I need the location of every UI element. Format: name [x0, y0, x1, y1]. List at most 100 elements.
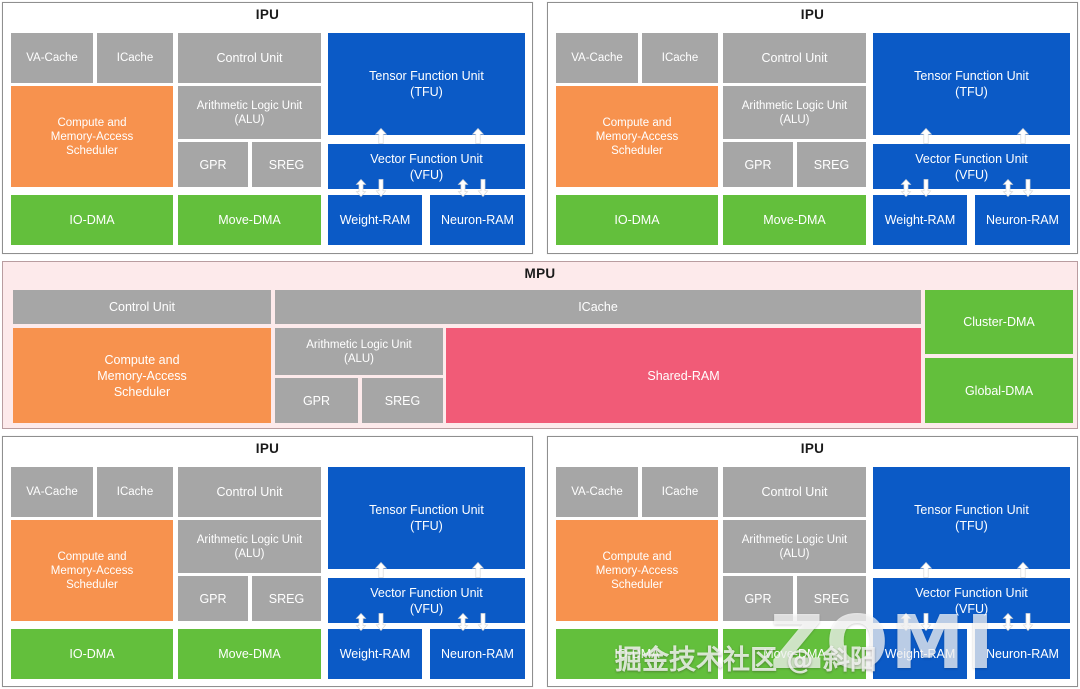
ipu-scheduler-line-3: Scheduler	[611, 578, 663, 591]
mpu-alu-line-2: (ALU)	[343, 352, 375, 365]
ipu-tfu-line-1: Tensor Function Unit	[914, 503, 1029, 517]
ipu-scheduler-line-1: Compute and	[602, 550, 672, 563]
arrow-down-icon	[476, 613, 490, 631]
ipu-alu-line-1: Arithmetic Logic Unit	[196, 99, 303, 112]
ipu-alu-line-2: (ALU)	[234, 113, 265, 126]
ipu-io-dma-block: IO-DMA	[11, 195, 173, 245]
ipu-scheduler-line-1: Compute and	[57, 550, 127, 563]
arrow-up-icon	[471, 562, 485, 578]
ipu-vfu-line-2: (VFU)	[954, 167, 989, 182]
ipu-neuron-ram-block: Neuron-RAM	[430, 195, 525, 245]
arrow-down-icon	[1021, 179, 1035, 197]
ipu-tfu-block: Tensor Function Unit (TFU)	[873, 33, 1070, 135]
ipu-weight-ram-block: Weight-RAM	[873, 629, 967, 679]
arrow-up-down-icon	[354, 613, 368, 631]
ipu-io-dma-block: IO-DMA	[556, 195, 718, 245]
ipu-control-unit-block: Control Unit	[723, 467, 866, 517]
mpu-control-unit-block: Control Unit	[13, 290, 271, 324]
mpu-shared-ram-block: Shared-RAM	[446, 328, 921, 423]
ipu-move-dma-block: Move-DMA	[178, 195, 321, 245]
ipu-io-dma-block: IO-DMA	[11, 629, 173, 679]
ipu-panel-title: IPU	[255, 441, 280, 456]
mpu-gpr-block: GPR	[275, 378, 358, 423]
arrow-up-icon	[374, 562, 388, 578]
ipu-scheduler-line-2: Memory-Access	[50, 564, 134, 577]
ipu-vfu-line-2: (VFU)	[409, 167, 444, 182]
ipu-icache-block: ICache	[642, 33, 718, 83]
ipu-neuron-ram-block: Neuron-RAM	[975, 629, 1070, 679]
ipu-tfu-line-2: (TFU)	[410, 519, 443, 533]
ipu-tfu-line-2: (TFU)	[955, 85, 988, 99]
ipu-sreg-block: SREG	[797, 576, 866, 621]
mpu-panel: MPU Control Unit ICache Compute and Memo…	[2, 261, 1078, 429]
arrow-down-icon	[374, 179, 388, 197]
ipu-sreg-block: SREG	[797, 142, 866, 187]
ipu-move-dma-block: Move-DMA	[723, 195, 866, 245]
ipu-tfu-line-2: (TFU)	[410, 85, 443, 99]
ipu-control-unit-block: Control Unit	[723, 33, 866, 83]
mpu-sreg-block: SREG	[362, 378, 443, 423]
ipu-icache-block: ICache	[642, 467, 718, 517]
ipu-alu-block: Arithmetic Logic Unit (ALU)	[723, 520, 866, 573]
arrow-up-icon	[374, 128, 388, 144]
ipu-alu-block: Arithmetic Logic Unit (ALU)	[178, 86, 321, 139]
mpu-cluster-dma-block: Cluster-DMA	[925, 290, 1073, 354]
arrow-down-icon	[374, 613, 388, 631]
ipu-tfu-block: Tensor Function Unit (TFU)	[328, 33, 525, 135]
ipu-gpr-block: GPR	[178, 576, 248, 621]
ipu-tfu-block: Tensor Function Unit (TFU)	[328, 467, 525, 569]
ipu-alu-block: Arithmetic Logic Unit (ALU)	[178, 520, 321, 573]
ipu-bottom-left: IPU VA-Cache ICache Compute and Memory-A…	[2, 436, 533, 687]
ipu-gpr-block: GPR	[723, 576, 793, 621]
ipu-alu-block: Arithmetic Logic Unit (ALU)	[723, 86, 866, 139]
ipu-control-unit-block: Control Unit	[178, 467, 321, 517]
ipu-sreg-block: SREG	[252, 576, 321, 621]
ipu-tfu-line-2: (TFU)	[955, 519, 988, 533]
ipu-alu-line-1: Arithmetic Logic Unit	[741, 99, 848, 112]
mpu-global-dma-block: Global-DMA	[925, 358, 1073, 423]
ipu-move-dma-block: Move-DMA	[178, 629, 321, 679]
ipu-icache-block: ICache	[97, 33, 173, 83]
ipu-icache-block: ICache	[97, 467, 173, 517]
ipu-va-cache-block: VA-Cache	[11, 33, 93, 83]
ipu-panel-title: IPU	[800, 7, 825, 22]
ipu-tfu-line-1: Tensor Function Unit	[914, 69, 1029, 83]
arrow-up-down-icon	[899, 179, 913, 197]
mpu-scheduler-block: Compute and Memory-Access Scheduler	[13, 328, 271, 423]
ipu-control-unit-block: Control Unit	[178, 33, 321, 83]
ipu-neuron-ram-block: Neuron-RAM	[430, 629, 525, 679]
arrow-up-down-icon	[456, 613, 470, 631]
ipu-scheduler-line-2: Memory-Access	[595, 130, 679, 143]
arrow-up-icon	[471, 128, 485, 144]
ipu-weight-ram-block: Weight-RAM	[328, 629, 422, 679]
ipu-weight-ram-block: Weight-RAM	[328, 195, 422, 245]
ipu-va-cache-block: VA-Cache	[556, 467, 638, 517]
ipu-io-dma-block: IO-DMA	[556, 629, 718, 679]
ipu-scheduler-block: Compute and Memory-Access Scheduler	[556, 520, 718, 621]
mpu-alu-line-1: Arithmetic Logic Unit	[306, 338, 412, 351]
ipu-sreg-block: SREG	[252, 142, 321, 187]
arrow-up-down-icon	[456, 179, 470, 197]
arrow-up-down-icon	[899, 613, 913, 631]
ipu-vfu-block: Vector Function Unit (VFU)	[873, 144, 1070, 189]
ipu-panel-title: IPU	[800, 441, 825, 456]
ipu-scheduler-line-3: Scheduler	[66, 144, 118, 157]
ipu-alu-line-1: Arithmetic Logic Unit	[741, 533, 848, 546]
ipu-vfu-line-2: (VFU)	[954, 601, 989, 616]
ipu-scheduler-line-3: Scheduler	[66, 578, 118, 591]
ipu-scheduler-block: Compute and Memory-Access Scheduler	[11, 520, 173, 621]
ipu-scheduler-line-2: Memory-Access	[50, 130, 134, 143]
ipu-top-left: IPU VA-Cache ICache Compute and Memory-A…	[2, 2, 533, 254]
ipu-top-right: IPU VA-Cache ICache Compute and Memory-A…	[547, 2, 1078, 254]
ipu-scheduler-line-1: Compute and	[602, 116, 672, 129]
mpu-alu-block: Arithmetic Logic Unit (ALU)	[275, 328, 443, 375]
ipu-bottom-right: IPU VA-Cache ICache Compute and Memory-A…	[547, 436, 1078, 687]
ipu-tfu-line-1: Tensor Function Unit	[369, 503, 484, 517]
arrow-up-down-icon	[1001, 179, 1015, 197]
ipu-va-cache-block: VA-Cache	[556, 33, 638, 83]
ipu-vfu-block: Vector Function Unit (VFU)	[873, 578, 1070, 623]
mpu-scheduler-line-2: Memory-Access	[97, 368, 187, 383]
mpu-panel-title: MPU	[524, 266, 556, 281]
ipu-tfu-block: Tensor Function Unit (TFU)	[873, 467, 1070, 569]
